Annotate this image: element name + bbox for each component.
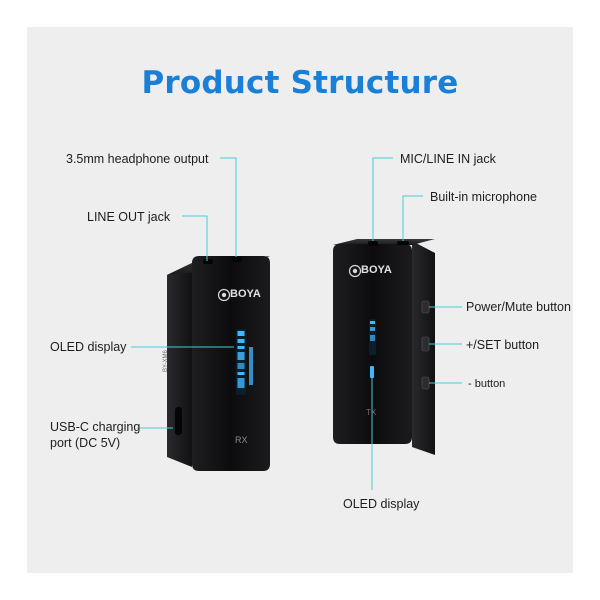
leader-builtin-mic [402,195,423,241]
callout-headphone-output: 3.5mm headphone output [66,152,209,166]
rx-label: RX [235,435,248,445]
tx-mic-line-in-jack [368,241,378,246]
tx-level-bar [370,366,374,378]
tx-top-face [333,239,435,245]
callout-oled-tx: OLED display [343,497,420,511]
leader-mic-line-in [372,157,393,241]
callout-power-mute: Power/Mute button [466,300,571,314]
rx-usbc-port [175,407,182,435]
product-structure-diagram: Product Structure [27,27,573,573]
callout-usbc-line1: USB-C charging [50,420,141,434]
callout-mic-line-in: MIC/LINE IN jack [400,152,496,166]
tx-brand-logo-icon [348,264,362,278]
tx-label: TX [366,408,377,417]
tx-power-mute-button [421,300,430,314]
device-illustration [131,157,462,490]
tx-brand-text: BOYA [361,264,392,276]
leader-lines [131,157,462,490]
rx-brand-text: BOYA [230,288,261,300]
callout-oled-rx: OLED display [50,340,127,354]
tx-transmitter [333,239,435,455]
rx-side-face [167,263,192,467]
callout-builtin-mic: Built-in microphone [430,190,537,204]
callout-plus-set: +/SET button [466,338,540,352]
rx-headphone-jack [232,257,242,262]
tx-minus-button [421,376,430,390]
leader-line-out [182,215,208,261]
page-title: Product Structure [141,65,459,101]
callout-minus: - button [468,378,506,390]
rx-brand-logo-icon [217,288,231,302]
rx-line-out-jack [203,259,213,264]
tx-builtin-mic-grille [397,241,409,245]
rx-side-text: BY-XM6 [163,350,169,372]
rx-receiver [167,256,270,471]
leader-headphone-output [220,157,237,257]
rx-front-face [192,256,270,471]
callout-line-out: LINE OUT jack [87,210,171,224]
tx-plus-set-button [421,336,430,352]
callout-usbc-line2: port (DC 5V) [50,436,121,450]
